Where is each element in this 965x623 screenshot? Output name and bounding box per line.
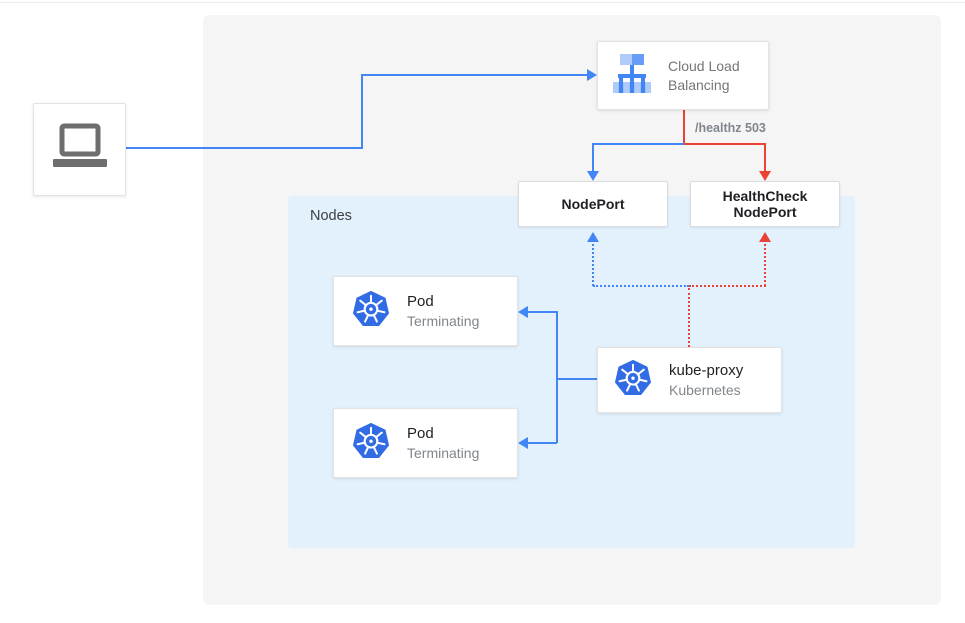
edge-to-pod2 <box>527 442 557 444</box>
nodes-group-label: Nodes <box>310 208 352 224</box>
edge-client-horizontal <box>126 147 363 149</box>
pod-status: Terminating <box>407 313 480 329</box>
pod-title: Pod <box>407 425 434 442</box>
edge-to-pod1 <box>527 311 557 313</box>
arrowhead-into-nodeport <box>587 171 599 181</box>
cloud-load-balancing-node: Cloud Load Balancing <box>597 41 769 110</box>
window-top-border <box>0 2 965 3</box>
edge-client-to-clb <box>361 74 587 76</box>
laptop-icon <box>50 122 110 177</box>
cloud-load-balancing-label: Cloud Load Balancing <box>668 57 740 93</box>
pod-node-1: Pod Terminating <box>333 276 518 346</box>
healthcheck-label-line1: HealthCheck <box>722 188 808 204</box>
arrowhead-into-pod2 <box>518 437 528 449</box>
edge-to-nodeport <box>592 143 594 171</box>
nodeport-label: NodePort <box>561 196 625 212</box>
kubernetes-icon <box>614 359 652 402</box>
pod-status: Terminating <box>407 445 480 461</box>
dotted-vertical-to-healthcheck <box>764 244 766 286</box>
arrowhead-up-nodeport <box>587 232 599 242</box>
edge-split-blue <box>592 143 684 145</box>
kubernetes-icon <box>352 290 390 333</box>
arrowhead-up-healthcheck <box>759 232 771 242</box>
healthcheck-label-line2: NodePort <box>733 204 797 220</box>
pod-title: Pod <box>407 293 434 310</box>
healthz-503-label: /healthz 503 <box>695 121 766 135</box>
healthcheck-nodeport-node: HealthCheck NodePort <box>690 181 840 227</box>
dotted-kubeproxy-up <box>688 288 690 347</box>
edge-pods-vertical <box>556 311 558 443</box>
pod-node-2: Pod Terminating <box>333 408 518 478</box>
edge-clb-down-red <box>683 110 685 145</box>
kube-proxy-subtitle: Kubernetes <box>669 382 741 398</box>
arrowhead-into-pod1 <box>518 306 528 318</box>
edge-to-healthcheck <box>764 143 766 171</box>
dotted-horizontal-red <box>689 285 766 287</box>
cloud-load-balancing-icon <box>610 52 654 99</box>
dotted-vertical-to-nodeport <box>592 244 594 286</box>
nodeport-node: NodePort <box>518 181 668 227</box>
edge-kubeproxy-left <box>557 378 597 380</box>
kubernetes-icon <box>352 422 390 465</box>
kube-proxy-title: kube-proxy <box>669 362 744 379</box>
edge-client-vertical <box>361 74 363 149</box>
edge-split-red <box>684 143 765 145</box>
client-node <box>33 103 126 196</box>
arrowhead-into-healthcheck <box>759 171 771 181</box>
dotted-horizontal-blue <box>593 285 689 287</box>
arrowhead-into-clb <box>587 69 597 81</box>
kube-proxy-node: kube-proxy Kubernetes <box>597 347 782 413</box>
